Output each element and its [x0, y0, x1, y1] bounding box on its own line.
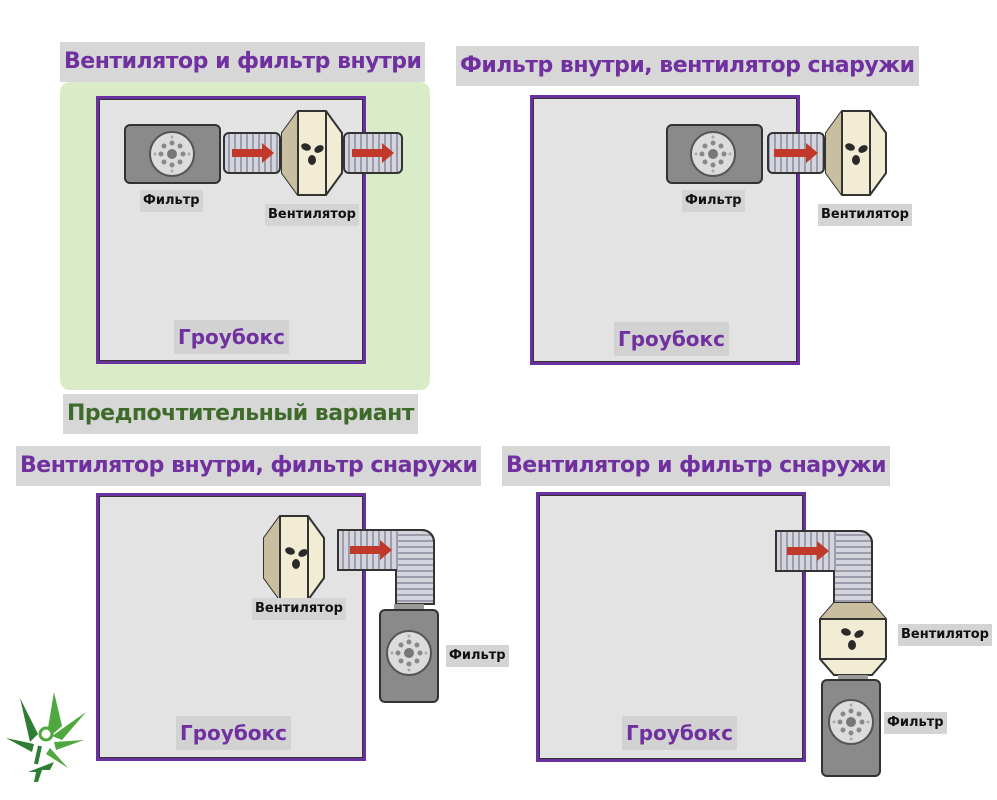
- duct-icon: [343, 132, 403, 174]
- growbox-label: Гроубокс: [622, 716, 737, 750]
- growbox-label: Гроубокс: [174, 320, 289, 354]
- fan-icon: [825, 110, 887, 196]
- duct-icon: [767, 132, 825, 174]
- duct-icon: [223, 132, 281, 174]
- preferred-label: Предпочтительный вариант: [63, 394, 419, 434]
- panel-1-title: Вентилятор и фильтр внутри: [60, 42, 426, 82]
- filter-icon: [124, 124, 221, 184]
- fan-label: Вентилятор: [265, 204, 359, 226]
- panel-3-title: Вентилятор внутри, фильтр снаружи: [16, 446, 482, 486]
- cannabis-leaf-logo-icon: [6, 692, 86, 782]
- fan-icon: [819, 602, 887, 676]
- fan-label: Вентилятор: [252, 598, 346, 620]
- filter-label: Фильтр: [884, 712, 947, 734]
- filter-label: Фильтр: [446, 645, 509, 667]
- fan-label: Вентилятор: [818, 204, 912, 226]
- filter-icon: [821, 675, 881, 777]
- filter-label: Фильтр: [140, 190, 203, 212]
- elbow-duct-icon: [337, 529, 435, 605]
- fan-icon: [281, 110, 343, 196]
- fan-label: Вентилятор: [898, 624, 992, 646]
- fan-icon: [263, 515, 325, 601]
- panel-4-title: Вентилятор и фильтр снаружи: [502, 446, 891, 486]
- elbow-duct-icon: [775, 530, 873, 604]
- filter-icon: [666, 124, 763, 184]
- growbox-label: Гроубокс: [176, 716, 291, 750]
- filter-label: Фильтр: [682, 190, 745, 212]
- panel-2-title: Фильтр внутри, вентилятор снаружи: [456, 46, 919, 86]
- growbox-label: Гроубокс: [614, 322, 729, 356]
- filter-icon: [379, 604, 439, 703]
